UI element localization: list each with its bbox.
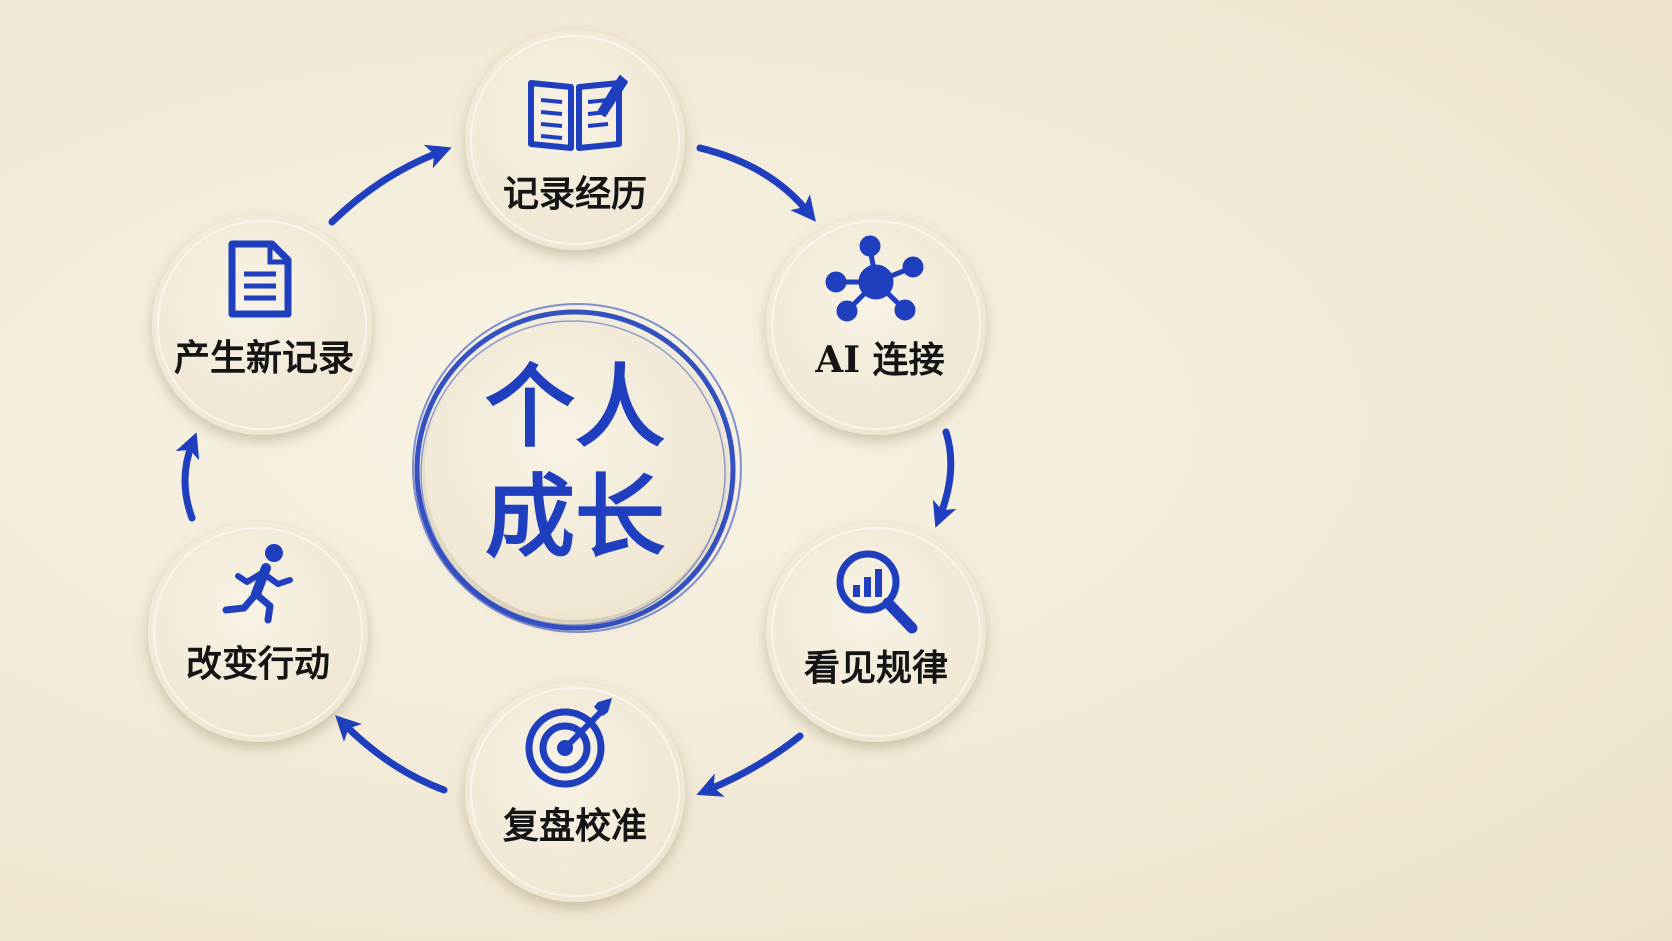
- running-person-icon: [222, 544, 293, 624]
- node-label-new-record: 产生新记录: [174, 337, 354, 379]
- arrow-record-to-ai: [696, 144, 816, 222]
- node-new-record: 产生新记录: [152, 215, 372, 435]
- arrow-patterns-to-review: [696, 732, 804, 797]
- magnifier-chart-icon: [836, 550, 918, 634]
- arrow-ai-to-patterns: [932, 428, 957, 528]
- node-record-experience: 记录经历: [465, 30, 685, 250]
- node-label-change-action: 改变行动: [186, 643, 330, 685]
- node-label-record-experience: 记录经历: [503, 173, 647, 215]
- center-circle: 个人 成长: [412, 303, 742, 633]
- target-arrow-icon: [525, 698, 612, 788]
- node-label-review-calibrate: 复盘校准: [503, 805, 647, 847]
- network-hub-icon: [825, 235, 924, 322]
- node-ai-connect: AI 连接: [766, 215, 986, 435]
- arrow-review-to-action: [335, 715, 448, 794]
- node-label-see-patterns: 看见规律: [804, 647, 948, 689]
- node-change-action: 改变行动: [148, 522, 368, 742]
- node-label-ai-connect: AI 连接: [814, 339, 944, 381]
- node-review-calibrate: 复盘校准: [465, 682, 685, 902]
- center-title-line1: 个人: [485, 354, 665, 460]
- node-see-patterns: 看见规律: [766, 522, 986, 742]
- arrow-new-record-to-record: [328, 144, 452, 226]
- arrow-action-to-new-record: [175, 432, 200, 522]
- cycle-arrows: [175, 144, 957, 797]
- book-pen-icon: [528, 75, 628, 151]
- document-icon: [228, 240, 292, 318]
- center-title-line2: 成长: [485, 464, 665, 570]
